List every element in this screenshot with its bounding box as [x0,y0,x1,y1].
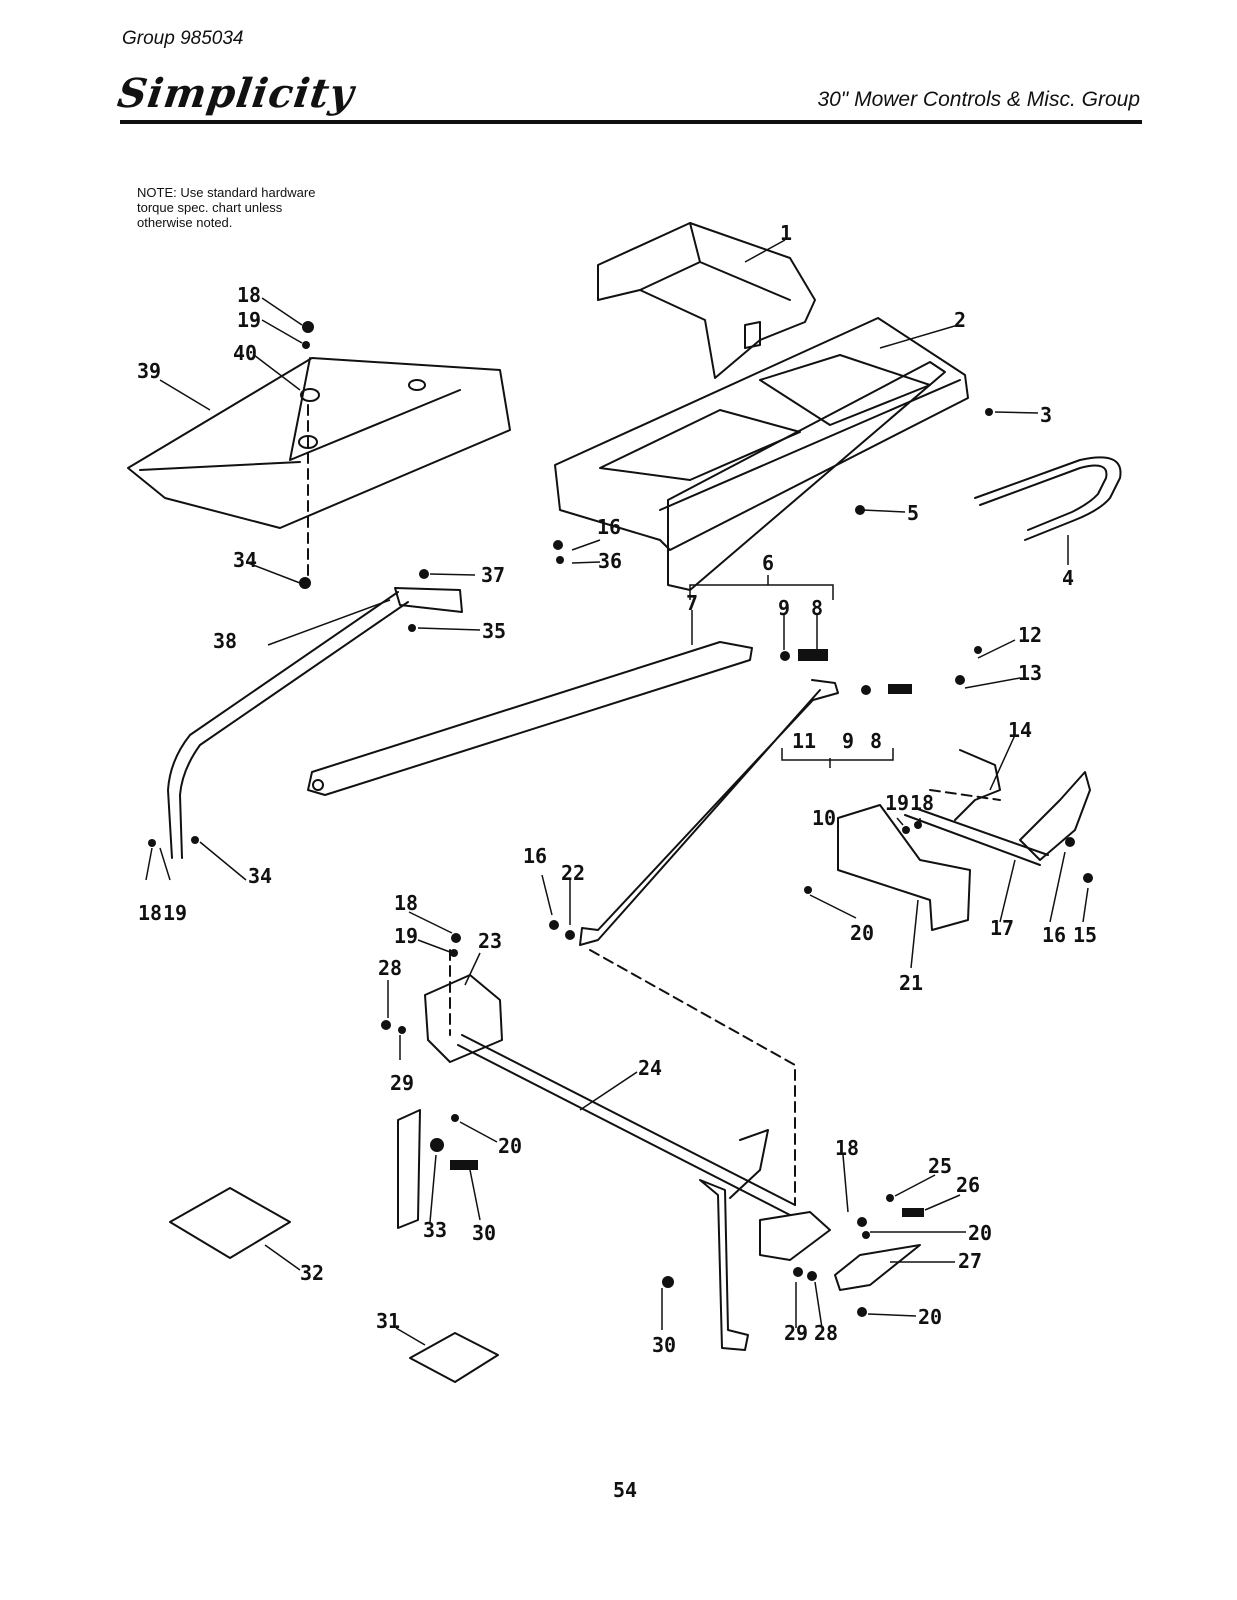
callout-label: 19 [237,308,261,332]
note-line: NOTE: Use standard hardware [137,185,316,200]
callout-label: 20 [850,921,874,945]
page-number: 54 [612,1478,638,1502]
part-deflector [127,357,511,529]
callout-label: 16 [1042,923,1066,947]
callout-label: 19 [163,901,187,925]
callout-label: 15 [1073,923,1097,947]
callout-label: 1 [780,221,792,245]
callout-label: 14 [1008,718,1032,742]
callout-label: 18 [138,901,162,925]
callout-label: 36 [598,549,622,573]
callout-label: 11 [792,729,816,753]
part-mount-bracket [837,804,971,931]
callout-label: 4 [1062,566,1074,590]
header-rule [120,120,1142,124]
callout-label: 19 [394,924,418,948]
part-plate [667,361,946,591]
callout-label: 20 [968,1221,992,1245]
callout-label: 39 [137,359,161,383]
callout-label: 9 [842,729,854,753]
callout-label: 18 [237,283,261,307]
part-lower-bracket [834,1244,921,1291]
part-link-rod [307,641,753,796]
callout-label: 8 [811,596,823,620]
callout-label: 10 [812,806,836,830]
callout-label: 30 [472,1221,496,1245]
part-decal-small [409,1332,499,1383]
hardware-note: NOTE: Use standard hardware torque spec.… [137,185,387,230]
callout-label: 33 [423,1218,447,1242]
callout-label: 20 [918,1305,942,1329]
part-lift-rod [167,591,409,859]
part-decal-large [169,1187,291,1259]
callout-label: 22 [561,861,585,885]
callout-label: 16 [523,844,547,868]
callout-label: 13 [1018,661,1042,685]
callout-label: 3 [1040,403,1052,427]
callout-label: 26 [956,1173,980,1197]
note-line: torque spec. chart unless [137,200,283,215]
callout-label: 18 [394,891,418,915]
callout-label: 30 [652,1333,676,1357]
callout-label: 5 [907,501,919,525]
callout-label: 9 [778,596,790,620]
callout-label: 27 [958,1249,982,1273]
callout-label: 6 [762,551,774,575]
callout-label: 40 [233,341,257,365]
group-number: Group 985034 [122,28,244,49]
callout-label: 37 [481,563,505,587]
page-title: 30" Mower Controls & Misc. Group [817,88,1140,111]
callout-label: 29 [390,1071,414,1095]
part-lever-arm [397,1109,421,1229]
callout-label: 23 [478,929,502,953]
part-cross-shaft [457,1034,796,1216]
callout-label: 29 [784,1321,808,1345]
callout-label: 18 [910,791,934,815]
callout-label: 24 [638,1056,662,1080]
callout-label: 20 [498,1134,522,1158]
part-rod-loop [974,456,1122,541]
part-cover [597,222,816,379]
callout-label: 16 [597,515,621,539]
callout-label: 31 [376,1309,400,1333]
callout-label: 19 [885,791,909,815]
part-shaft [904,807,1049,866]
callout-label: 32 [300,1261,324,1285]
callout-label: 8 [870,729,882,753]
part-frame [554,317,969,551]
part-control-rod [579,679,839,946]
callout-label: 18 [835,1136,859,1160]
callout-label: 17 [990,916,1014,940]
callout-label: 28 [378,956,402,980]
callout-label: 21 [899,971,923,995]
callout-label: 34 [233,548,257,572]
part-pedal [699,1179,749,1351]
callout-label: 34 [248,864,272,888]
callout-label: 25 [928,1154,952,1178]
callout-label: 7 [686,591,698,615]
callout-label: 28 [814,1321,838,1345]
callout-label: 35 [482,619,506,643]
callout-label: 12 [1018,623,1042,647]
callout-label: 38 [213,629,237,653]
callout-label: 2 [954,308,966,332]
note-line: otherwise noted. [137,215,233,230]
